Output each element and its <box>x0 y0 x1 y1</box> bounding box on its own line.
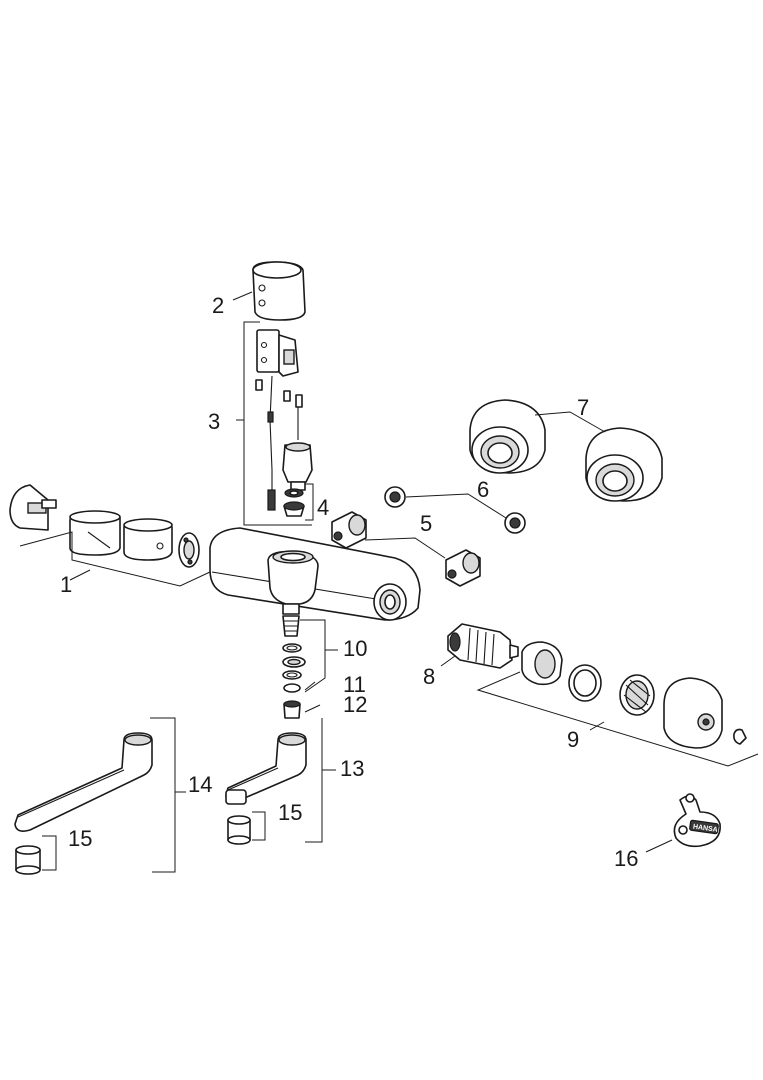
part-8-cartridge <box>447 623 519 669</box>
part-13-short-spout <box>225 732 307 805</box>
part-6-discs <box>384 486 526 534</box>
part-15-aerator-long <box>15 845 41 875</box>
main-thermostat-body <box>209 527 421 621</box>
label-10: 10 <box>343 636 367 661</box>
part-14-long-spout <box>14 732 153 832</box>
part-16-service-key: HANSA <box>673 793 721 848</box>
label-5: 5 <box>420 511 432 536</box>
parts-10-12-rings <box>282 615 306 719</box>
leader-4 <box>305 483 314 521</box>
leader-12 <box>304 704 321 713</box>
leader-2 <box>232 291 253 301</box>
leader-11 <box>304 681 316 691</box>
label-9: 9 <box>567 727 579 752</box>
label-2: 2 <box>212 293 224 318</box>
part-15-aerator-short <box>227 815 251 845</box>
label-15b: 15 <box>278 800 302 825</box>
leader-8 <box>440 655 456 667</box>
leader-16 <box>645 839 673 853</box>
leader-13 <box>305 718 323 843</box>
leader-9 <box>476 671 759 767</box>
label-8: 8 <box>423 664 435 689</box>
leader-1-tick <box>69 569 91 581</box>
leader-3 <box>243 321 312 526</box>
label-14: 14 <box>188 772 212 797</box>
label-15a: 15 <box>68 826 92 851</box>
leader-1 <box>19 531 211 587</box>
leader-10 <box>300 619 326 693</box>
label-6: 6 <box>477 477 489 502</box>
part-9-handle-assembly <box>521 641 747 749</box>
label-3: 3 <box>208 409 220 434</box>
leader-9-tick <box>589 721 605 731</box>
part-3-electronics <box>255 329 313 511</box>
leader-15b <box>252 811 266 841</box>
part-4-rings <box>283 488 305 517</box>
leader-7 <box>534 411 606 433</box>
leader-5 <box>364 537 446 559</box>
part-1-covers <box>9 484 200 568</box>
label-16: 16 <box>614 846 638 871</box>
key-stamp: HANSA <box>692 823 718 833</box>
leader-15a <box>42 835 57 871</box>
leader-14 <box>150 717 176 873</box>
part-5-check-valves <box>331 511 481 587</box>
leader-6 <box>405 493 507 519</box>
label-4: 4 <box>317 495 329 520</box>
label-11: 11 <box>343 672 366 697</box>
label-13: 13 <box>340 756 364 781</box>
part-7-unions <box>469 399 663 502</box>
label-7: 7 <box>577 395 589 420</box>
part-2-cap <box>252 261 306 321</box>
label-1: 1 <box>60 572 72 597</box>
label-12: 12 <box>343 692 367 717</box>
